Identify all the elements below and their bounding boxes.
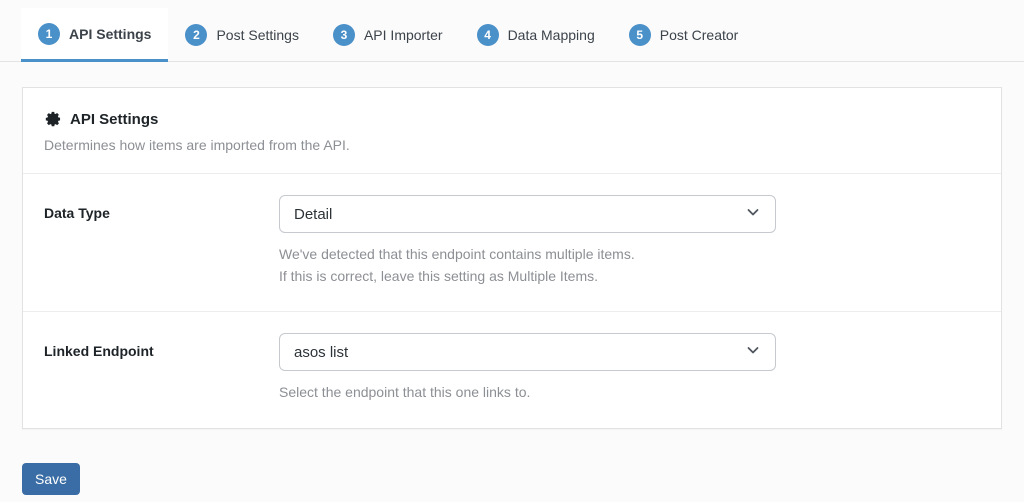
panel-title: API Settings — [70, 110, 159, 128]
api-settings-panel: API Settings Determines how items are im… — [22, 87, 1002, 430]
data-type-help: We've detected that this endpoint contai… — [279, 244, 980, 287]
panel-header: API Settings Determines how items are im… — [23, 88, 1001, 174]
help-line: If this is correct, leave this setting a… — [279, 267, 599, 284]
tab-post-settings[interactable]: 2 Post Settings — [168, 8, 316, 62]
data-type-label: Data Type — [44, 205, 110, 221]
tab-label: Post Settings — [216, 26, 299, 43]
help-line: We've detected that this endpoint contai… — [279, 246, 635, 262]
linked-endpoint-row: Linked Endpoint asos list Select the end… — [23, 312, 1001, 428]
tab-number-badge: 1 — [38, 22, 60, 45]
linked-endpoint-control: asos list Select the endpoint that this … — [279, 333, 980, 404]
panel-subtitle: Determines how items are imported from t… — [44, 137, 350, 153]
panel-title-row: API Settings — [44, 110, 980, 128]
tab-number-badge: 2 — [185, 23, 208, 46]
save-button[interactable]: Save — [22, 463, 80, 496]
tab-data-mapping[interactable]: 4 Data Mapping — [460, 8, 612, 62]
chevron-down-icon — [745, 204, 761, 224]
linked-endpoint-selected-value: asos list — [294, 343, 349, 361]
tab-number-badge: 4 — [476, 23, 499, 46]
tab-post-creator[interactable]: 5 Post Creator — [612, 8, 756, 62]
tab-api-importer[interactable]: 3 API Importer — [316, 8, 460, 62]
data-type-control: Detail We've detected that this endpoint… — [279, 195, 980, 287]
gear-icon — [44, 110, 62, 128]
wizard-tab-bar: 1 API Settings 2 Post Settings 3 API Imp… — [0, 0, 1024, 62]
data-type-select[interactable]: Detail — [279, 195, 776, 233]
tab-label: Post Creator — [659, 26, 739, 43]
tab-number-badge: 5 — [628, 23, 651, 46]
linked-endpoint-select[interactable]: asos list — [279, 333, 776, 372]
tab-label: Data Mapping — [507, 26, 595, 43]
help-line: Select the endpoint that this one links … — [279, 384, 531, 401]
data-type-row: Data Type Detail We've detected that thi… — [23, 174, 1001, 313]
tab-number-badge: 3 — [332, 23, 355, 46]
tab-label: API Settings — [69, 25, 152, 42]
data-type-selected-value: Detail — [294, 205, 333, 223]
chevron-down-icon — [745, 342, 761, 362]
tab-label: API Importer — [363, 26, 443, 43]
linked-endpoint-help: Select the endpoint that this one links … — [279, 382, 980, 404]
tab-api-settings[interactable]: 1 API Settings — [21, 8, 169, 62]
linked-endpoint-label: Linked Endpoint — [44, 343, 154, 360]
